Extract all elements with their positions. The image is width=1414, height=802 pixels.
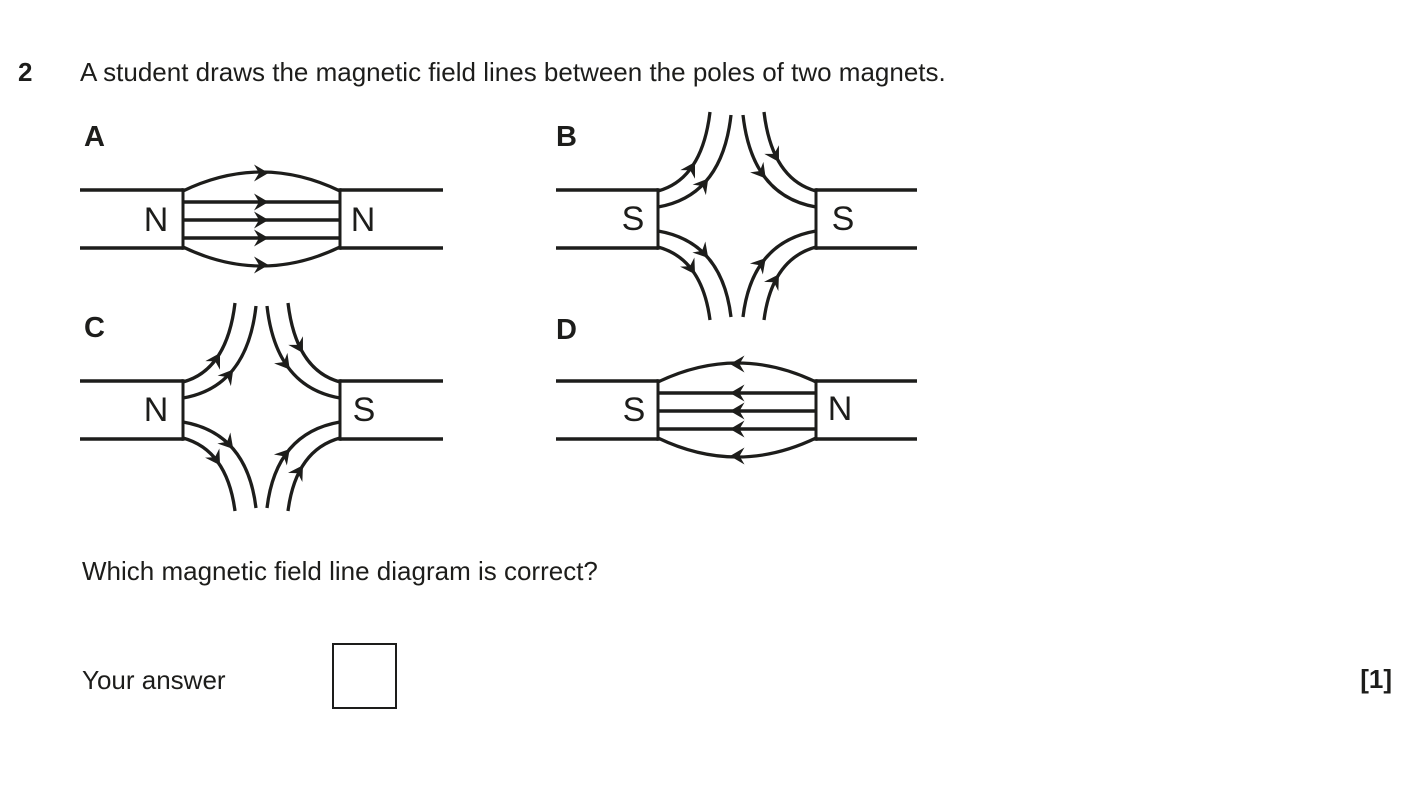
diagram-d	[556, 355, 917, 465]
prompt-text: Which magnetic field line diagram is cor…	[82, 556, 598, 586]
diagram-c	[80, 302, 443, 512]
marks-badge: [1]	[1360, 664, 1392, 694]
pole-label-c-right: S	[352, 391, 376, 429]
pole-label-b-right: S	[831, 200, 855, 238]
question-text: A student draws the magnetic field lines…	[80, 57, 946, 87]
answer-label: Your answer	[82, 665, 226, 695]
question-number: 2	[18, 57, 33, 87]
diagram-label-c: C	[84, 312, 105, 344]
pole-label-c-left: N	[143, 391, 169, 429]
diagram-label-a: A	[84, 121, 105, 153]
diagram-label-b: B	[556, 121, 577, 153]
diagram-b	[556, 111, 917, 321]
pole-label-d-right: N	[827, 390, 853, 428]
pole-label-a-left: N	[143, 201, 169, 239]
pole-label-b-left: S	[621, 200, 645, 238]
diagram-a	[80, 164, 443, 274]
pole-label-d-left: S	[622, 391, 646, 429]
pole-label-a-right: N	[350, 201, 376, 239]
answer-box[interactable]	[332, 643, 397, 709]
diagram-label-d: D	[556, 314, 577, 346]
